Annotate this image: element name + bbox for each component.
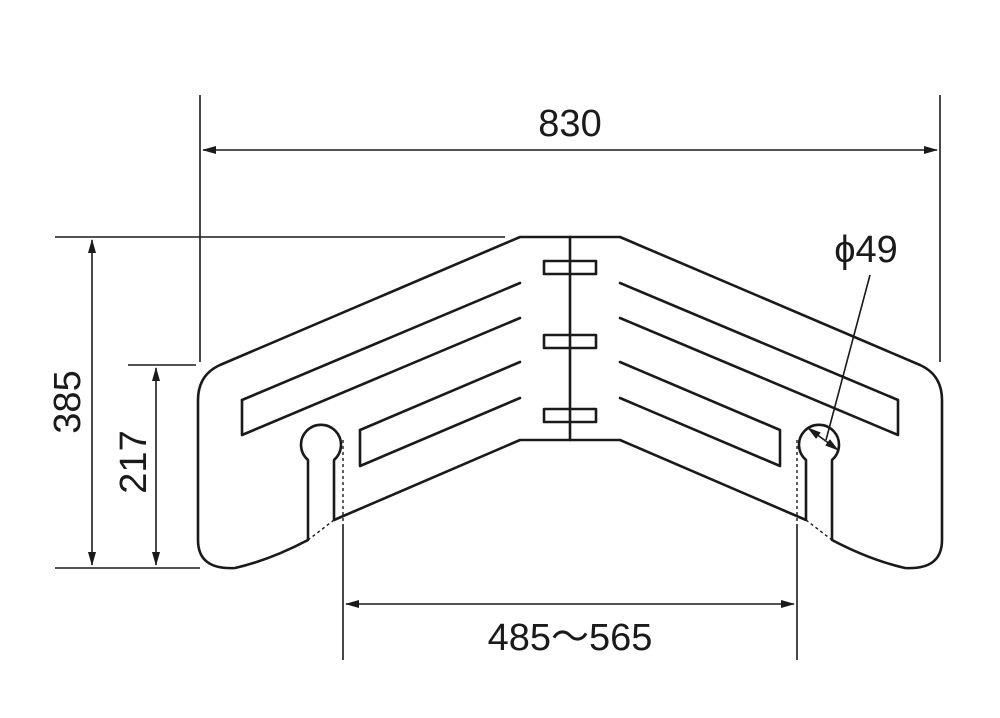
dimension-side-height: 217 [113, 364, 196, 566]
overall-height-label: 385 [47, 370, 89, 433]
mounting-span-label: 485〜565 [488, 617, 653, 659]
dimension-mounting-span: 485〜565 [342, 524, 798, 660]
right-wing-ribs [618, 281, 900, 468]
joint-clamp-bottom [542, 407, 598, 424]
joint-clamp-middle [542, 333, 598, 350]
hole-diameter-label: ϕ49 [834, 229, 898, 271]
hidden-lines [307, 440, 833, 541]
joint-clamp-top [542, 259, 598, 276]
left-wing-ribs [240, 281, 522, 468]
overall-width-label: 830 [538, 103, 601, 145]
dimension-overall-height: 385 [47, 236, 505, 569]
dimension-overall-width: 830 [199, 95, 941, 362]
joint-clamps [542, 259, 598, 424]
fender-body [196, 235, 944, 570]
dimension-hole-diameter: ϕ49 [807, 229, 898, 451]
side-height-label: 217 [113, 430, 155, 493]
